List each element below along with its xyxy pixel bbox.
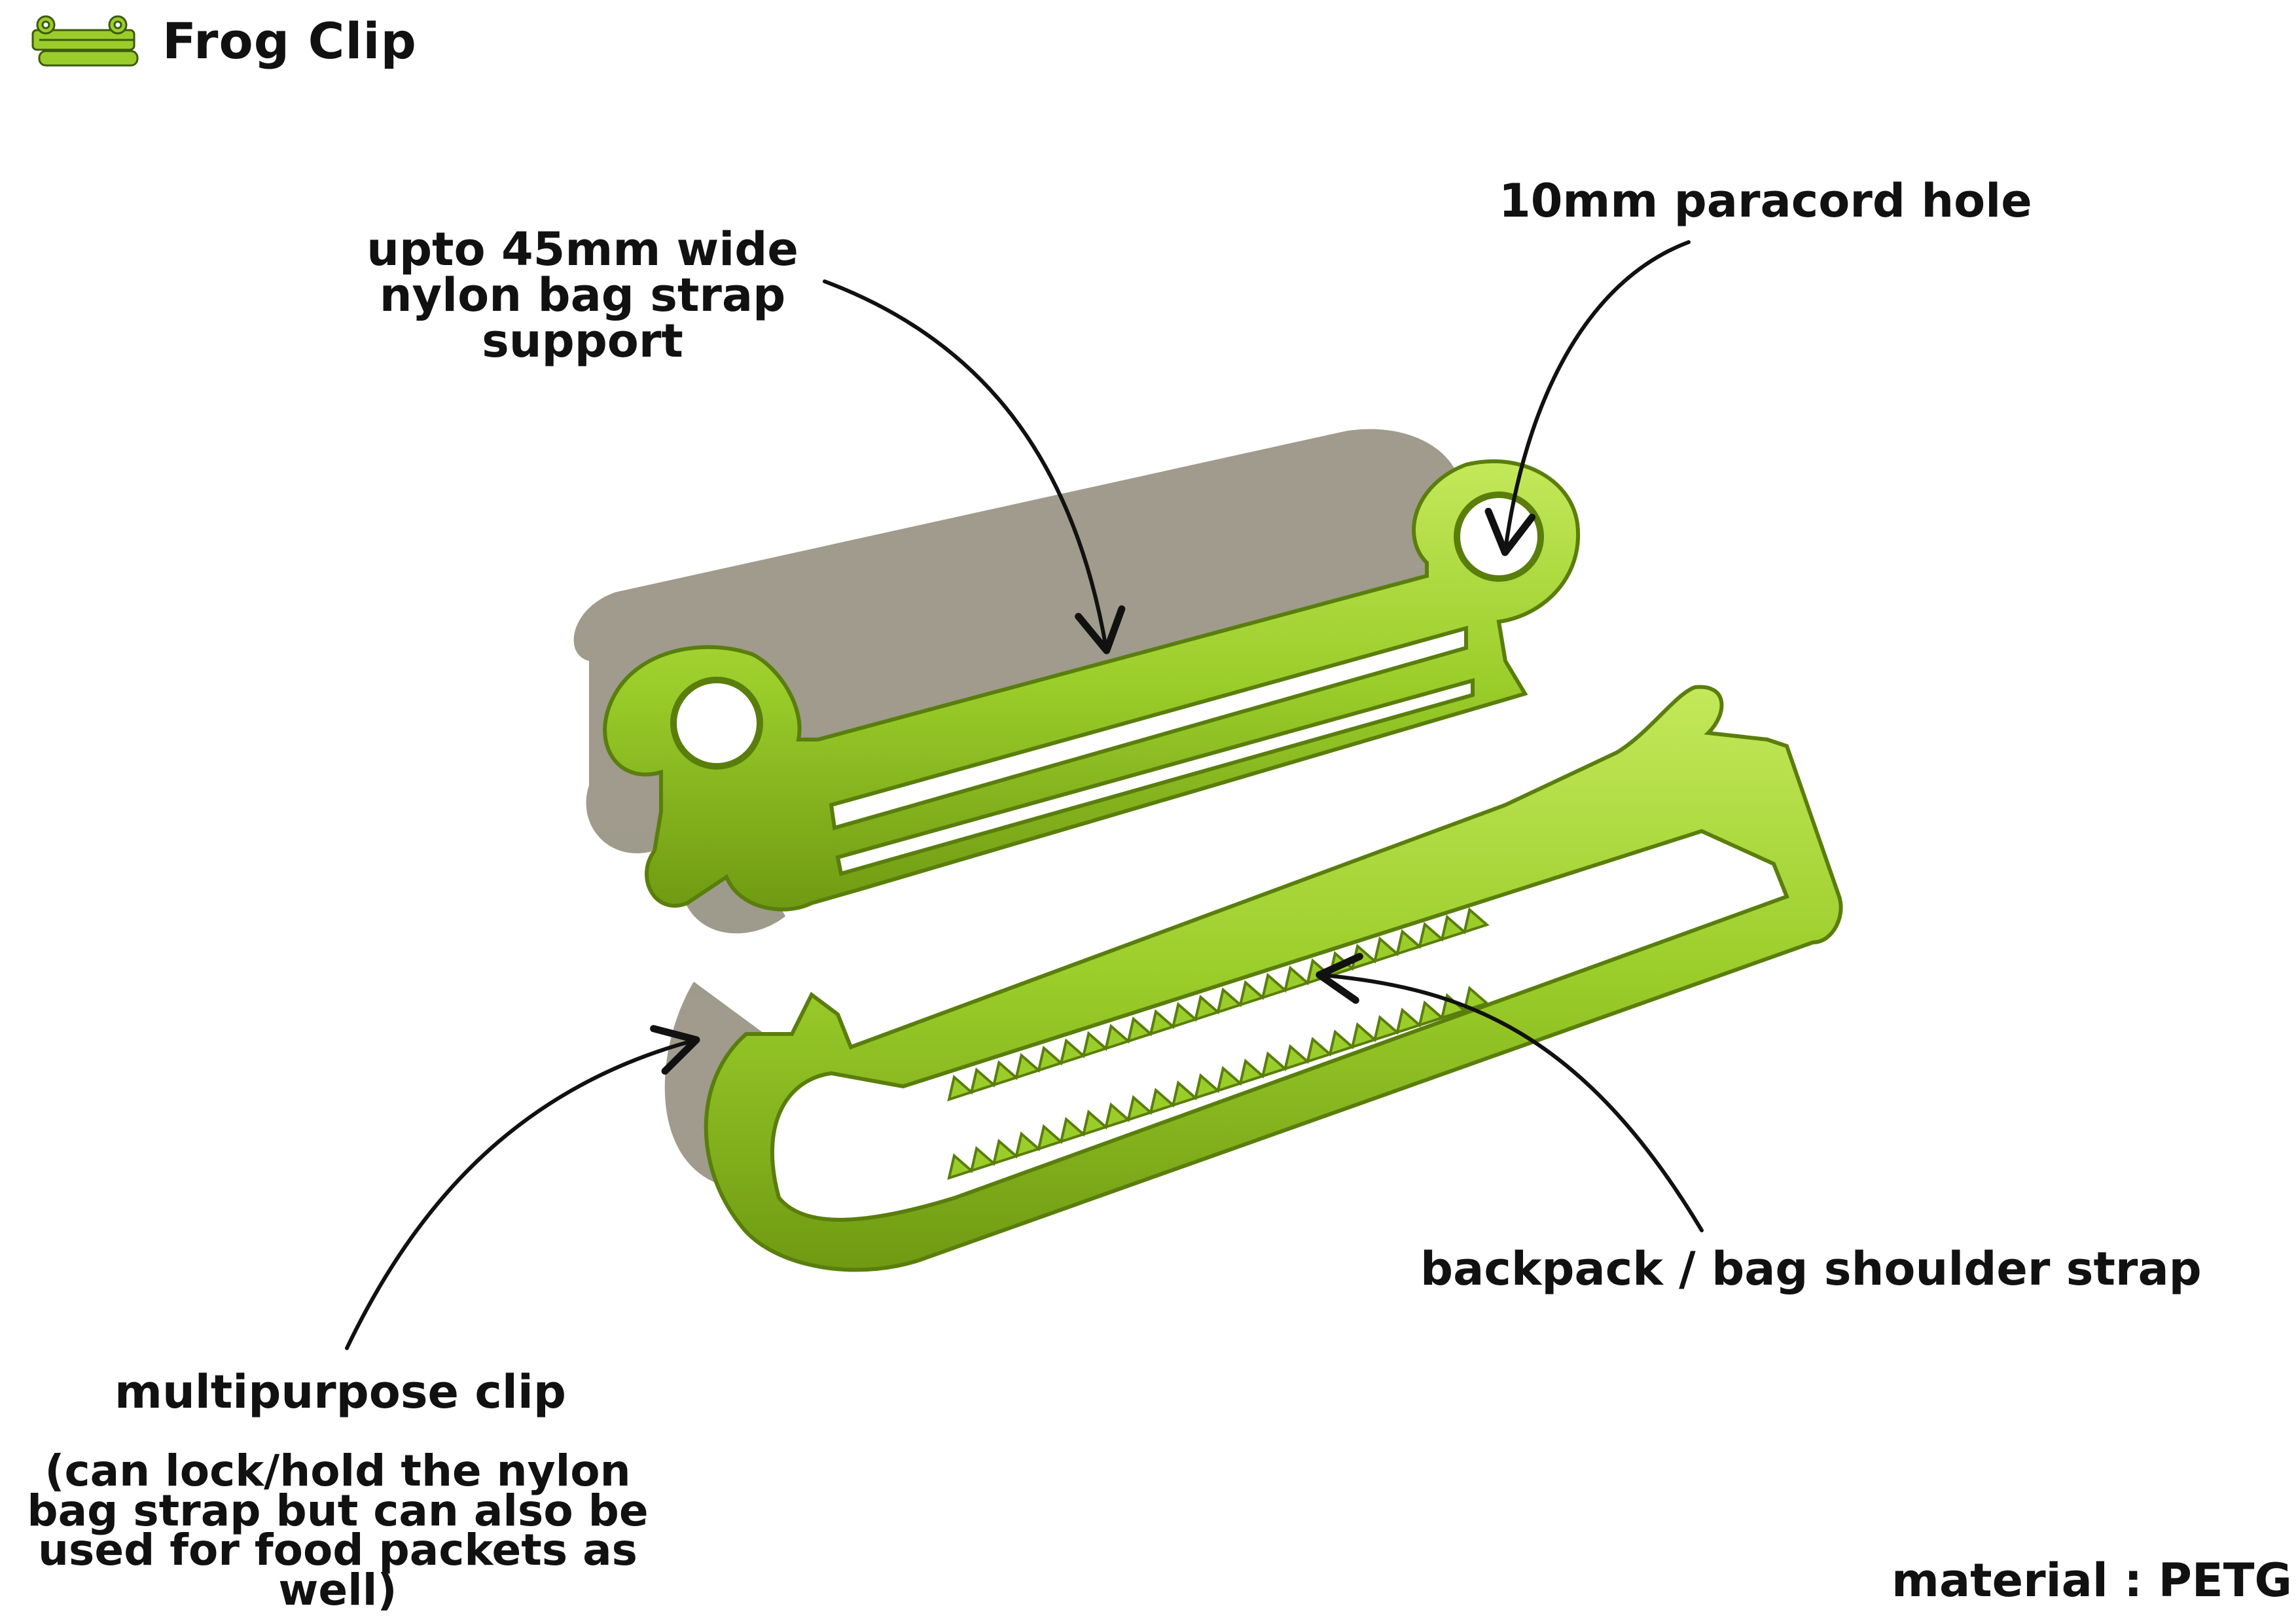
- annotation-shoulder-strap: backpack / bag shoulder strap: [1420, 1242, 2202, 1296]
- arrow-multipurpose-clip: [345, 1025, 700, 1350]
- annotation-paracord-hole: 10mm paracord hole: [1499, 174, 2032, 228]
- page-title: Frog Clip: [162, 11, 417, 70]
- annotation-multipurpose-note: (can lock/hold the nylon bag strap but c…: [27, 1446, 649, 1616]
- serrated-clip: [704, 685, 1843, 1272]
- material-label: material : PETG: [1892, 1554, 2292, 1607]
- header: Frog Clip: [20, 10, 417, 71]
- annotation-arrows: [345, 240, 1704, 1350]
- arrow-shoulder-strap: [1316, 953, 1704, 1232]
- arrow-paracord-hole: [1484, 240, 1691, 556]
- annotation-strap-support: upto 45mm wide nylon bag strap support: [367, 223, 798, 368]
- frog-clip-logo-icon: [31, 15, 139, 67]
- arrow-strap-support: [823, 279, 1126, 654]
- annotation-multipurpose-clip: multipurpose clip: [115, 1365, 566, 1419]
